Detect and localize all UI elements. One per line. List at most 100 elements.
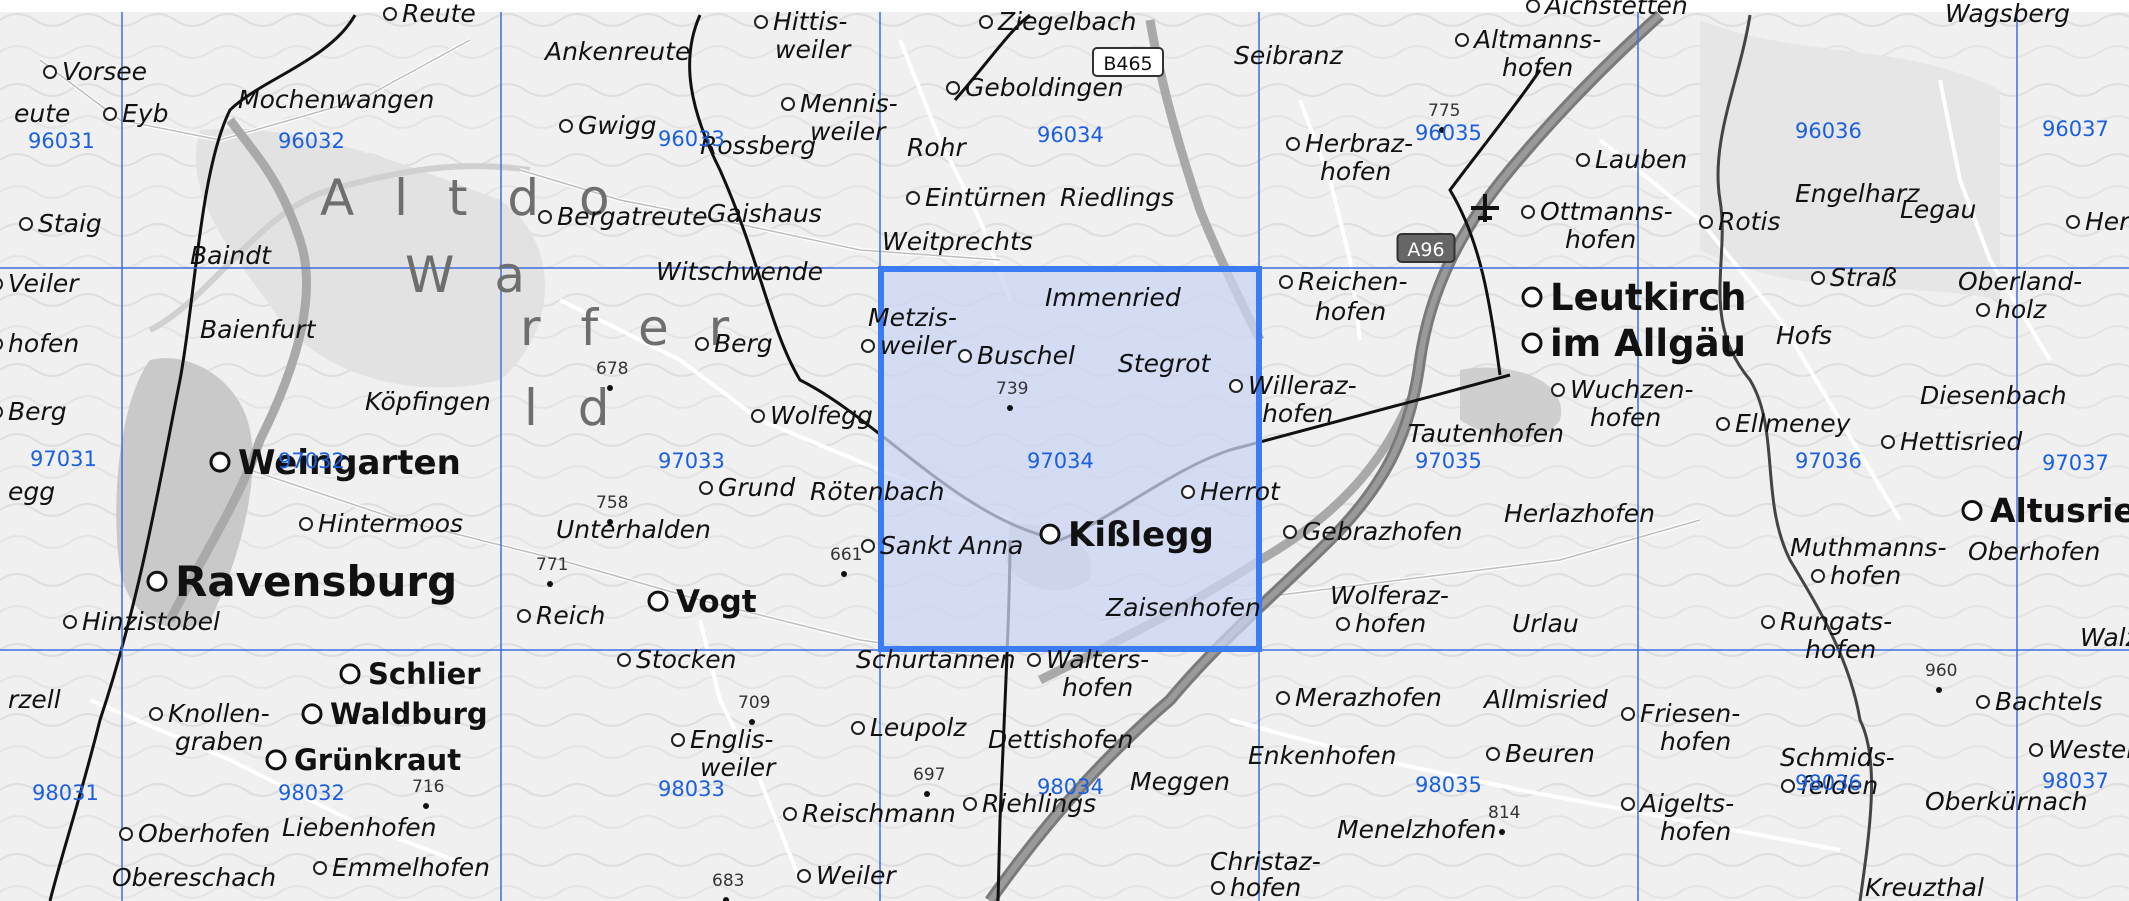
town-label[interactable]: Leutkirch xyxy=(1550,276,1747,319)
place-label[interactable]: Bergatreute xyxy=(557,202,708,231)
place-label[interactable]: Walters- xyxy=(1046,645,1149,674)
place-label[interactable]: Weiler xyxy=(816,861,897,890)
place-label[interactable]: Buschel xyxy=(977,341,1075,370)
place-label[interactable]: hofen xyxy=(1502,53,1573,82)
place-label[interactable]: Köpfingen xyxy=(365,387,491,416)
place-label[interactable]: Westen xyxy=(2048,735,2129,764)
place-label[interactable]: Oberkürnach xyxy=(1925,787,2088,816)
place-label[interactable]: Zaisenhofen xyxy=(1105,593,1261,622)
place-label[interactable]: Ellmeney xyxy=(1735,409,1852,438)
place-label[interactable]: Mennis- xyxy=(800,89,898,118)
place-label[interactable]: weiler xyxy=(700,753,777,782)
place-label[interactable]: Herbis xyxy=(2085,207,2129,236)
place-label[interactable]: Altmanns- xyxy=(1472,25,1601,54)
place-label[interactable]: felden xyxy=(1800,771,1878,800)
place-label[interactable]: Baindt xyxy=(190,241,272,270)
town-label[interactable]: Vogt xyxy=(676,584,757,620)
place-label[interactable]: Vorsee xyxy=(62,57,147,86)
place-label[interactable]: Emmelhofen xyxy=(332,853,490,882)
place-label[interactable]: Hettisried xyxy=(1900,427,2022,456)
place-label[interactable]: Kreuzthal xyxy=(1865,873,1984,901)
selected-grid-cell-97034[interactable] xyxy=(878,266,1262,652)
place-label[interactable]: hofen xyxy=(1230,873,1301,901)
place-label[interactable]: Mochenwangen xyxy=(238,85,434,114)
place-label[interactable]: Straß xyxy=(1830,263,1897,292)
place-label[interactable]: egg xyxy=(8,477,55,506)
place-label[interactable]: Allmisried xyxy=(1482,685,1608,714)
place-label[interactable]: Weitprechts xyxy=(882,227,1033,256)
place-label[interactable]: Oberland- xyxy=(1958,267,2082,296)
place-label[interactable]: hofen xyxy=(8,329,79,358)
grid-cell-label-98033[interactable]: 98033 xyxy=(658,777,725,801)
place-label[interactable]: Hintermoos xyxy=(318,509,463,538)
grid-cell-label-96031[interactable]: 96031 xyxy=(28,129,95,153)
place-label[interactable]: Berg xyxy=(8,397,67,426)
place-label[interactable]: Reich xyxy=(536,601,605,630)
place-label[interactable]: Oberhofen xyxy=(138,819,270,848)
place-label[interactable]: Rötenbach xyxy=(810,477,944,506)
place-label[interactable]: Eyb xyxy=(122,99,168,128)
place-label[interactable]: hofen xyxy=(1590,403,1661,432)
place-label[interactable]: Schmids- xyxy=(1780,743,1895,772)
grid-cell-label-96033[interactable]: 96033 xyxy=(658,127,725,151)
place-label[interactable]: Dettishofen xyxy=(988,725,1133,754)
place-label[interactable]: Menelzhofen xyxy=(1337,815,1496,844)
place-label[interactable]: Lauben xyxy=(1595,145,1687,174)
place-label[interactable]: Riehlings xyxy=(982,789,1096,818)
place-label[interactable]: Berg xyxy=(714,329,773,358)
grid-cell-label-98037[interactable]: 98037 xyxy=(2042,769,2109,793)
town-label[interactable]: Kißlegg xyxy=(1068,515,1214,555)
place-label[interactable]: rzell xyxy=(8,685,61,714)
place-label[interactable]: eute xyxy=(14,99,70,128)
place-label[interactable]: Knollen- xyxy=(168,699,270,728)
place-label[interactable]: Tautenhofen xyxy=(1408,419,1564,448)
place-label[interactable]: Wolferaz- xyxy=(1330,581,1449,610)
place-label[interactable]: Oberhofen xyxy=(1968,537,2100,566)
place-label[interactable]: Rohr xyxy=(907,133,968,162)
place-label[interactable]: Obereschach xyxy=(112,863,276,892)
grid-cell-label-97037[interactable]: 97037 xyxy=(2042,451,2109,475)
place-label[interactable]: Merazhofen xyxy=(1295,683,1442,712)
grid-cell-label-97032[interactable]: 97032 xyxy=(278,449,345,473)
town-label[interactable]: im Allgäu xyxy=(1550,322,1746,365)
place-label[interactable]: Diesenbach xyxy=(1920,381,2067,410)
place-label[interactable]: Seibranz xyxy=(1234,41,1344,70)
place-label[interactable]: Aigelts- xyxy=(1638,789,1734,818)
town-label[interactable]: Schlier xyxy=(368,657,481,691)
grid-cell-label-96032[interactable]: 96032 xyxy=(278,129,345,153)
grid-cell-label-98031[interactable]: 98031 xyxy=(32,781,99,805)
place-label[interactable]: Wolfegg xyxy=(770,401,873,430)
town-label[interactable]: Waldburg xyxy=(330,697,488,731)
place-label[interactable]: Hittis- xyxy=(773,7,847,36)
place-label[interactable]: Veiler xyxy=(8,269,80,298)
place-label[interactable]: holz xyxy=(1995,295,2047,324)
place-label[interactable]: Hinzistobel xyxy=(82,607,220,636)
place-label[interactable]: Englis- xyxy=(690,725,773,754)
grid-cell-label-97031[interactable]: 97031 xyxy=(30,447,97,471)
place-label[interactable]: graben xyxy=(175,727,264,756)
place-label[interactable]: Unterhalden xyxy=(556,515,711,544)
town-label[interactable]: Altusrie xyxy=(1990,491,2129,530)
place-label[interactable]: Friesen- xyxy=(1640,699,1740,728)
place-label[interactable]: Leupolz xyxy=(870,713,967,742)
place-label[interactable]: Reischmann xyxy=(802,799,956,828)
place-label[interactable]: Herbraz- xyxy=(1305,129,1413,158)
place-label[interactable]: Gaishaus xyxy=(707,199,822,228)
place-label[interactable]: Rungats- xyxy=(1780,607,1892,636)
place-label[interactable]: Ziegelbach xyxy=(997,7,1136,36)
grid-cell-label-96037[interactable]: 96037 xyxy=(2042,117,2109,141)
place-label[interactable]: Beuren xyxy=(1505,739,1595,768)
place-label[interactable]: Stocken xyxy=(636,645,736,674)
town-label[interactable]: Weingarten xyxy=(238,443,461,483)
place-label[interactable]: Herlazhofen xyxy=(1504,499,1655,528)
place-label[interactable]: Baienfurt xyxy=(200,315,317,344)
place-label[interactable]: hofen xyxy=(1315,297,1386,326)
place-label[interactable]: Riedlings xyxy=(1060,183,1174,212)
place-label[interactable]: Herrot xyxy=(1200,477,1281,506)
place-label[interactable]: Walzli xyxy=(2080,623,2129,652)
place-label[interactable]: hofen xyxy=(1660,817,1731,846)
place-label[interactable]: Urlau xyxy=(1512,609,1579,638)
place-label[interactable]: Metzis- xyxy=(868,303,957,332)
